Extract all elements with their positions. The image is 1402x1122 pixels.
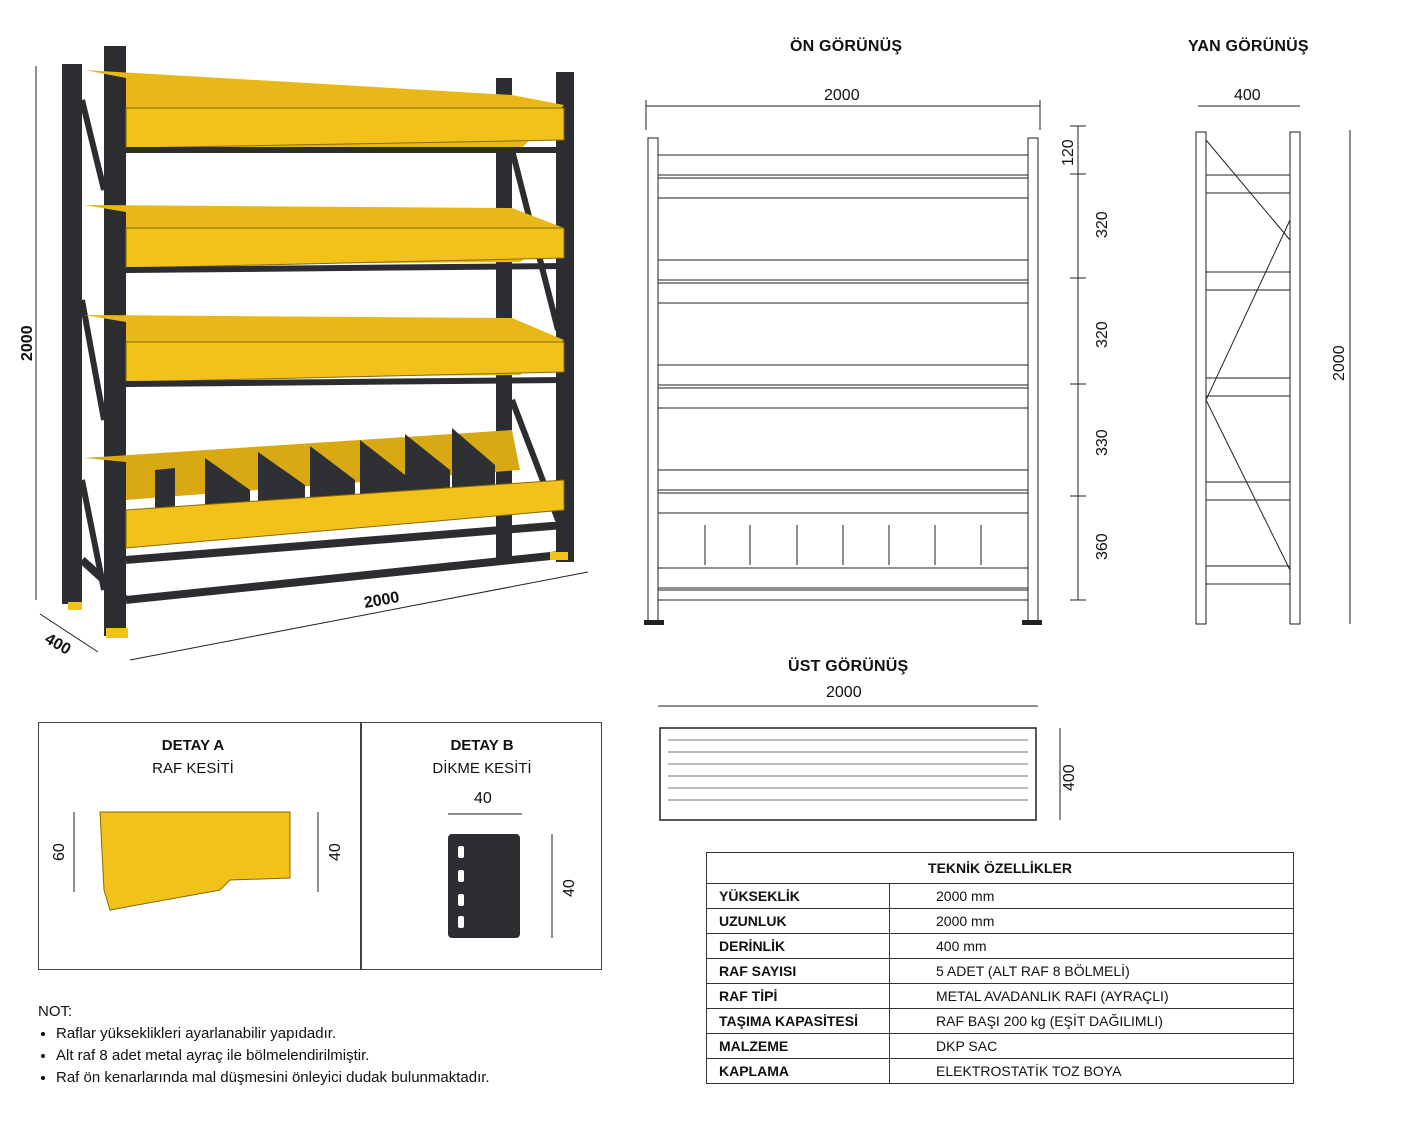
detail-a-subtitle: RAF KESİTİ — [152, 760, 234, 777]
iso-height-dim: 2000 — [19, 325, 36, 361]
spec-key: TAŞIMA KAPASİTESİ — [706, 1008, 890, 1034]
detail-b-box — [360, 722, 602, 970]
side-height-dim: 2000 — [1331, 345, 1348, 381]
note-item: Raflar yükseklikleri ayarlanabilir yapıd… — [56, 1023, 490, 1045]
top-width-dim: 2000 — [826, 684, 862, 701]
detail-a-drawing — [73, 811, 319, 911]
note-item: Raf ön kenarlarında mal düşmesini önleyi… — [56, 1067, 490, 1089]
detail-b-drawing — [448, 813, 553, 938]
spec-key: KAPLAMA — [706, 1058, 890, 1084]
detail-a-title: DETAY A — [161, 737, 225, 754]
front-view-title: ÖN GÖRÜNÜŞ — [790, 38, 903, 55]
spec-value: DKP SAC — [889, 1033, 1294, 1059]
detail-b-right-dim: 40 — [561, 879, 578, 897]
spec-title-row: TEKNİK ÖZELLİKLER — [706, 852, 1294, 884]
spec-value: 2000 mm — [889, 883, 1294, 909]
front-width-dim: 2000 — [824, 87, 860, 104]
spec-value: METAL AVADANLIK RAFI (AYRAÇLI) — [889, 983, 1294, 1009]
front-dim-320b: 320 — [1094, 321, 1111, 348]
detail-b-subtitle: DİKME KESİTİ — [432, 760, 532, 777]
spec-value: ELEKTROSTATİK TOZ BOYA — [889, 1058, 1294, 1084]
spec-key: MALZEME — [706, 1033, 890, 1059]
spec-value: 400 mm — [889, 933, 1294, 959]
spec-key: UZUNLUK — [706, 908, 890, 934]
top-view-title: ÜST GÖRÜNÜŞ — [788, 658, 909, 675]
detail-b-top-dim: 40 — [474, 790, 492, 807]
side-view-title: YAN GÖRÜNÜŞ — [1188, 38, 1309, 55]
spec-value: RAF BAŞI 200 kg (EŞİT DAĞILIMLI) — [889, 1008, 1294, 1034]
front-dim-120: 120 — [1060, 139, 1077, 166]
detail-a-left-dim: 60 — [51, 843, 68, 861]
notes-section: NOT: Raflar yükseklikleri ayarlanabilir … — [38, 1001, 490, 1089]
spec-key: DERİNLİK — [706, 933, 890, 959]
spec-value: 5 ADET (ALT RAF 8 BÖLMELİ) — [889, 958, 1294, 984]
spec-table-title: TEKNİK ÖZELLİKLER — [706, 852, 1294, 884]
top-view-drawing — [658, 705, 1061, 821]
notes-heading: NOT: — [38, 1003, 73, 1020]
note-item: Alt raf 8 adet metal ayraç ile bölmelend… — [56, 1045, 490, 1067]
front-dim-320a: 320 — [1094, 211, 1111, 238]
side-width-dim: 400 — [1234, 87, 1261, 104]
spec-value: 2000 mm — [889, 908, 1294, 934]
detail-a-right-dim: 40 — [327, 843, 344, 861]
spec-key: YÜKSEKLİK — [706, 883, 890, 909]
front-dim-360: 360 — [1094, 533, 1111, 560]
side-view-drawing — [1195, 105, 1351, 625]
spec-key: RAF TİPİ — [706, 983, 890, 1009]
detail-a-box — [38, 722, 362, 970]
front-view-drawing — [644, 100, 1086, 625]
front-dim-330: 330 — [1094, 429, 1111, 456]
top-depth-dim: 400 — [1061, 764, 1078, 791]
isometric-rack-drawing — [35, 46, 589, 661]
detail-b-title: DETAY B — [450, 737, 514, 754]
spec-key: RAF SAYISI — [706, 958, 890, 984]
